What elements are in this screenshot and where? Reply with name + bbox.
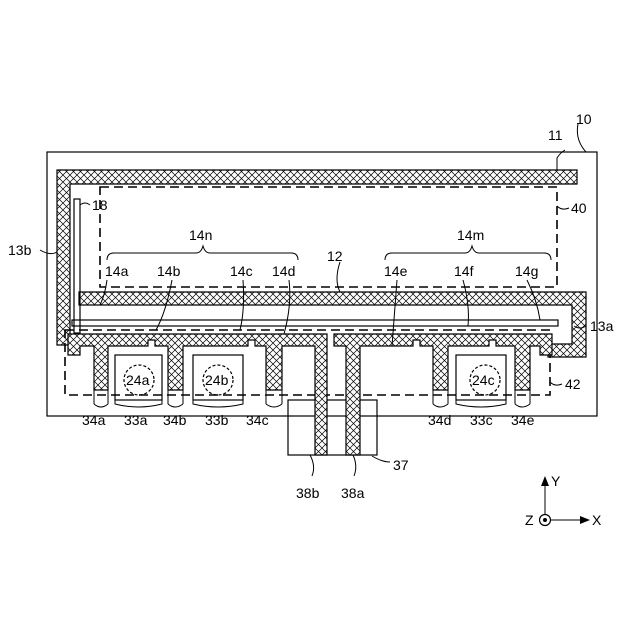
label-14m: 14m bbox=[457, 227, 484, 243]
label-18: 18 bbox=[92, 197, 108, 213]
label-38b: 38b bbox=[296, 485, 320, 501]
label-33c: 33c bbox=[470, 412, 493, 428]
label-34e: 34e bbox=[511, 412, 535, 428]
label-34b: 34b bbox=[163, 412, 187, 428]
line-12 bbox=[72, 320, 558, 326]
y-arrow-icon bbox=[541, 476, 549, 486]
conductor-13a bbox=[79, 292, 586, 357]
label-14a: 14a bbox=[105, 263, 129, 279]
bottom-ticks bbox=[94, 390, 530, 407]
label-13b: 13b bbox=[8, 242, 32, 258]
label-14g: 14g bbox=[515, 263, 538, 279]
label-33b: 33b bbox=[205, 412, 229, 428]
element-18 bbox=[74, 199, 80, 333]
label-24c: 24c bbox=[472, 372, 495, 388]
label-33a: 33a bbox=[124, 412, 148, 428]
label-34c: 34c bbox=[246, 412, 269, 428]
axis-y-label: Y bbox=[551, 473, 561, 489]
brace-14n bbox=[107, 246, 298, 260]
label-12: 12 bbox=[327, 248, 343, 264]
label-14c: 14c bbox=[230, 263, 253, 279]
pad-37 bbox=[288, 400, 377, 455]
brace-14m bbox=[385, 246, 551, 260]
axis-z-label: Z bbox=[525, 512, 534, 528]
label-14b: 14b bbox=[157, 263, 181, 279]
label-37: 37 bbox=[393, 457, 409, 473]
label-11: 11 bbox=[548, 127, 563, 143]
x-arrow-icon bbox=[580, 516, 590, 524]
label-24b: 24b bbox=[205, 372, 229, 388]
label-38a: 38a bbox=[341, 485, 365, 501]
label-14f: 14f bbox=[454, 263, 474, 279]
label-34d: 34d bbox=[428, 412, 451, 428]
label-14e: 14e bbox=[384, 263, 408, 279]
label-42: 42 bbox=[565, 376, 581, 392]
label-14n: 14n bbox=[189, 227, 212, 243]
label-13a: 13a bbox=[590, 318, 614, 334]
axis-x-label: X bbox=[592, 512, 602, 528]
coordinate-axes: Y Z X bbox=[525, 473, 602, 528]
label-10: 10 bbox=[576, 111, 592, 127]
label-40: 40 bbox=[571, 200, 587, 216]
conductor-11-13b bbox=[57, 170, 577, 345]
label-14d: 14d bbox=[272, 263, 295, 279]
label-24a: 24a bbox=[126, 372, 150, 388]
label-34a: 34a bbox=[82, 412, 106, 428]
